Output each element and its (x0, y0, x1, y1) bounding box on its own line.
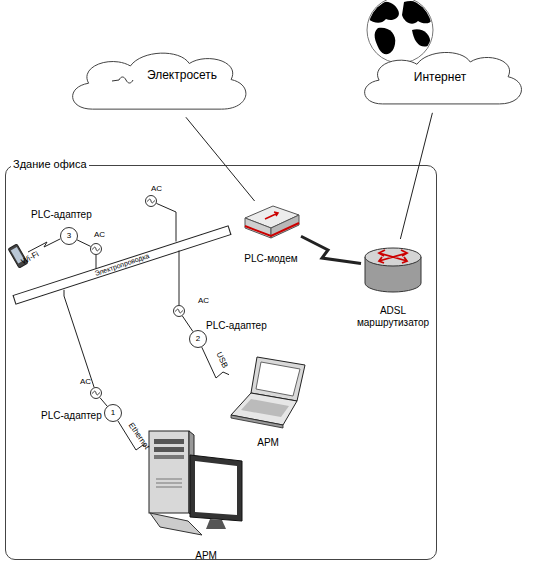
callout-number: 2 (189, 334, 207, 343)
wire-connector (64, 290, 94, 387)
tower-vents (156, 479, 182, 487)
device-label: ADSL маршрутизатор (348, 305, 438, 328)
callout-number: 1 (104, 408, 122, 417)
drive-bay (154, 447, 184, 452)
wire-connector (186, 117, 255, 201)
cloud-label: Электросеть (132, 69, 232, 83)
link-label: Wi-Fi (20, 250, 41, 267)
ac-outlet-shape (145, 195, 157, 207)
ac-symbol (93, 391, 100, 395)
modem-arrow (265, 212, 278, 219)
router-top (365, 248, 421, 266)
outlet-label: AC (151, 184, 162, 193)
cloud-node: Электросеть (62, 45, 252, 119)
device-label: АРМ (166, 550, 246, 562)
adapter-circle (61, 228, 78, 245)
adsl-router: ADSL маршрутизатор (361, 239, 425, 297)
office-title: Здание офиса (11, 158, 89, 171)
ac-outlet-shape (173, 305, 185, 317)
plc-adapter: PLC-адаптер1 (104, 404, 122, 422)
ac-outlet: AC (90, 243, 102, 255)
keyboard (150, 513, 202, 535)
pipe-outline (14, 230, 230, 300)
outlet-circle (146, 196, 157, 207)
adapter-label: PLC-адаптер (41, 410, 102, 422)
ac-outlet: AC (173, 305, 185, 317)
wire-connector (96, 255, 97, 269)
connector-label: Ethernet (127, 421, 152, 451)
wire-connector (156, 203, 176, 241)
outlet-label: AC (198, 296, 209, 305)
outlet-circle (174, 306, 185, 317)
usb-cable (202, 347, 229, 378)
callout-number: 3 (60, 231, 78, 240)
outlet-circle (91, 244, 102, 255)
adapter-label: PLC-адаптер (206, 320, 267, 332)
laptop-edge (231, 415, 283, 428)
wireless-link (301, 236, 361, 263)
ac-outlet-shape (90, 243, 102, 255)
globe-sphere (367, 0, 433, 63)
continent (412, 29, 430, 46)
wire-connector (179, 250, 180, 305)
continent (402, 1, 432, 24)
router-arrows (379, 250, 407, 263)
ac-symbol (112, 77, 133, 83)
monitor-screen (195, 461, 237, 515)
device-label: PLC-модем (226, 253, 316, 265)
drive-bay (154, 439, 184, 444)
adsl-router-shape (361, 239, 425, 297)
cloud-label: Интернет (395, 71, 485, 85)
ac-outlet-shape (90, 387, 102, 399)
wire-connector (100, 398, 107, 407)
continent (375, 28, 396, 55)
outlet-circle (91, 388, 102, 399)
wire-connector (400, 113, 432, 239)
monitor-stand (206, 519, 226, 529)
plc-adapter: PLC-адаптер3 (60, 227, 78, 245)
cloud-outline (73, 53, 246, 109)
laptop-keyboard (241, 399, 289, 417)
outlet-label: AC (94, 230, 105, 239)
globe-icon (366, 0, 433, 63)
device-label: АРМ (229, 437, 307, 449)
plc-modem-shape (241, 201, 301, 241)
wire-connector (182, 316, 193, 332)
adapter-circle (190, 331, 207, 348)
ac-symbol (148, 199, 155, 203)
drive-bay (154, 455, 184, 459)
wiring-label: Электропроводка (94, 252, 151, 278)
desktop-workstation-shape (146, 429, 246, 539)
monitor-bezel (190, 455, 242, 521)
globe-continents (366, 1, 432, 54)
ac-outlet: AC (90, 387, 102, 399)
outlet-label: AC (80, 377, 91, 386)
desktop-workstation: АРМ (146, 429, 246, 539)
laptop-workstation-shape (229, 355, 307, 429)
wire-connector (77, 240, 90, 246)
connector-label: USB (214, 351, 229, 370)
ac-outlet: AC (145, 195, 157, 207)
plc-adapter: PLC-адаптер2 (189, 330, 207, 348)
pc-tower (149, 431, 189, 513)
continent (366, 1, 399, 22)
adapter-label: PLC-адаптер (31, 209, 92, 221)
adapter-circle (105, 405, 122, 422)
pipe-body (15, 230, 229, 299)
cloud-node: Интернет (355, 45, 527, 113)
laptop-screen (256, 362, 300, 396)
modem-stripe (245, 223, 299, 236)
cloud-outline (365, 52, 522, 103)
power-wiring: Электропроводка (11, 227, 233, 303)
laptop-workstation: АРМ (229, 355, 307, 429)
ac-symbol (93, 247, 100, 251)
ac-symbol (176, 309, 183, 313)
plc-modem: PLC-модем (241, 201, 301, 241)
